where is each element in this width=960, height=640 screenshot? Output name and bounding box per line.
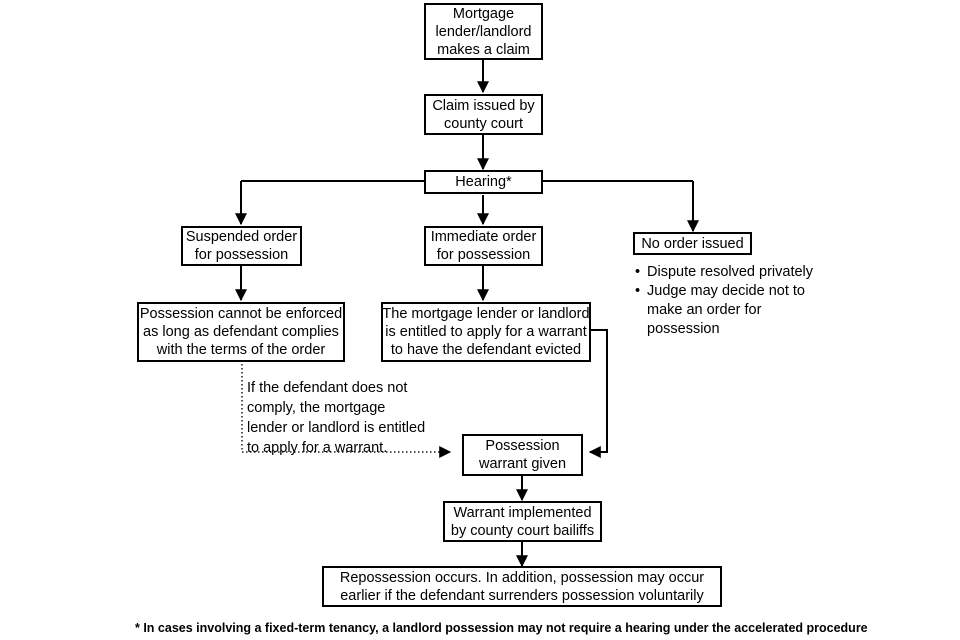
node-claim-made-line-1: Mortgage [452,5,515,22]
node-immediate-order-line-1: Immediate order [430,229,537,245]
node-claim-made-line-3: makes a claim [437,41,530,58]
node-suspended-order: Suspended order for possession [181,226,302,266]
node-entitled-to-warrant-line-2: is entitled to apply for a warrant [385,324,587,340]
node-possession-not-enforced: Possession cannot be enforced as long as… [137,302,345,362]
node-warrant-implemented: Warrant implemented by county court bail… [443,501,602,542]
node-possession-not-enforced-line-2: as long as defendant complies [143,324,339,340]
no-order-bullet-list: • Dispute resolved privately • Judge may… [635,263,835,339]
node-immediate-order-line-2: for possession [436,247,531,263]
list-item: • Judge may decide not to make an order … [635,282,835,339]
node-entitled-to-warrant: The mortgage lender or landlord is entit… [381,302,591,362]
node-entitled-to-warrant-line-1: The mortgage lender or landlord [382,306,590,322]
bullet-marker: • [635,264,641,280]
node-claim-issued: Claim issued by county court [424,94,543,135]
node-claim-issued-line-1: Claim issued by [432,97,535,114]
node-possession-warrant-given: Possession warrant given [462,434,583,476]
node-possession-warrant-given-line-1: Possession [485,438,560,454]
dotted-note-line-4: to apply for a warrant. [247,440,388,456]
node-claim-issued-line-2: county court [444,115,523,132]
node-possession-not-enforced-line-1: Possession cannot be enforced [139,306,343,322]
footnote-text: * In cases involving a fixed-term tenanc… [135,621,868,635]
node-no-order-issued-label: No order issued [641,235,744,252]
node-no-order-issued: No order issued [633,232,752,255]
node-suspended-order-line-1: Suspended order [185,229,298,245]
node-warrant-implemented-line-2: by county court bailiffs [450,522,595,539]
node-hearing-label: Hearing* [455,174,512,190]
bullet-text: Judge may decide not to make an order fo… [647,283,805,337]
dotted-note-line-3: lender or landlord is entitled [247,420,426,436]
node-repossession-occurs-line-2: earlier if the defendant surrenders poss… [340,587,704,604]
node-entitled-to-warrant-line-3: to have the defendant evicted [390,342,582,358]
dotted-note-text: If the defendant does not comply, the mo… [247,378,425,458]
node-claim-made-line-2: lender/landlord [435,23,532,40]
node-claim-made: Mortgage lender/landlord makes a claim [424,3,543,60]
node-suspended-order-line-2: for possession [194,247,289,263]
node-repossession-occurs: Repossession occurs. In addition, posses… [322,566,722,607]
list-item: • Dispute resolved privately [635,263,835,282]
node-repossession-occurs-line-1: Repossession occurs. In addition, posses… [339,569,705,586]
node-possession-warrant-given-line-2: warrant given [478,456,567,472]
node-warrant-implemented-line-1: Warrant implemented [453,504,592,521]
bullet-text: Dispute resolved privately [647,264,814,280]
node-immediate-order: Immediate order for possession [424,226,543,266]
edge-entitled-warrant-to-warrant-given [588,329,608,458]
bullet-marker: • [635,283,641,299]
dotted-note-line-1: If the defendant does not [247,380,408,396]
node-hearing: Hearing* [424,170,543,194]
dotted-note-line-2: comply, the mortgage [247,400,386,416]
node-possession-not-enforced-line-3: with the terms of the order [156,342,326,358]
